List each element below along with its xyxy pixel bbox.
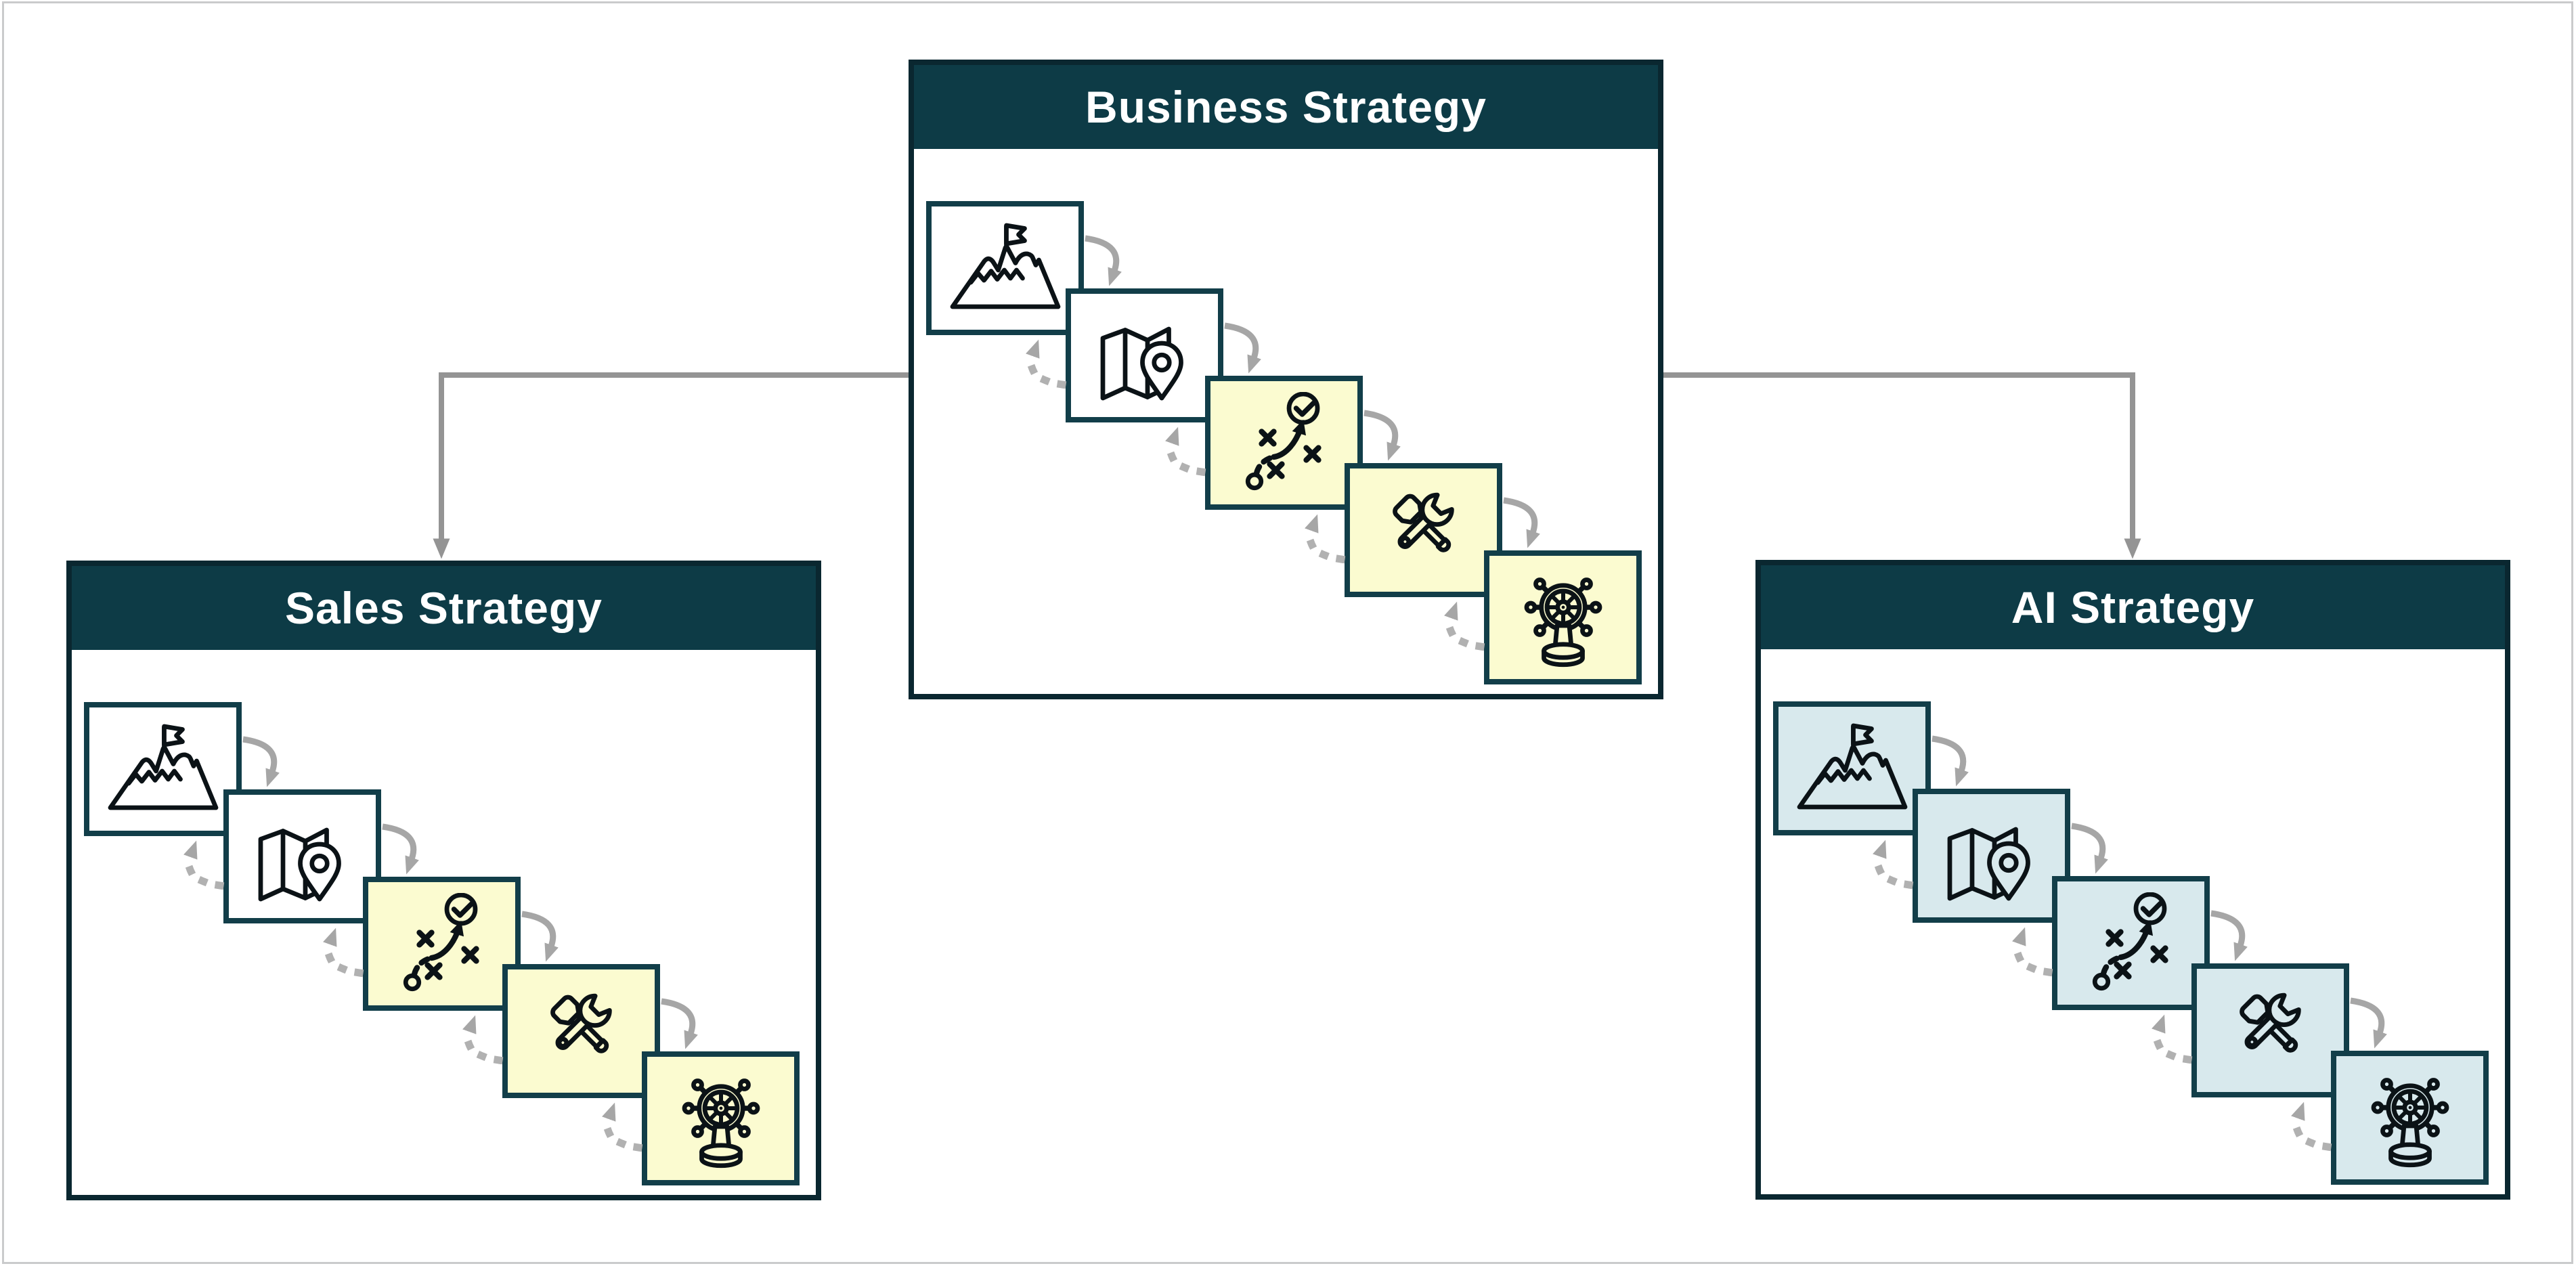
map-pin-icon [1100,326,1183,401]
feedback-dotted-arrow-icon [2012,927,2053,977]
forward-arrow-icon [2210,910,2248,961]
mountain-flag-icon [1797,723,1907,810]
mountain-flag-icon [950,223,1060,309]
ai-tile-tactics [2052,876,2210,1010]
sales-tile-tactics [363,877,521,1011]
feedback-dotted-arrow-icon [462,1015,504,1065]
map-pin-icon [1947,827,2030,901]
business-cascade [909,60,1663,699]
ai-tile-implementation [2191,963,2349,1097]
ai-tile-goal [1773,701,1931,835]
box-title: Sales Strategy [285,583,603,633]
sales-strategy-header: Sales Strategy [72,566,816,650]
forward-arrow-icon [1931,735,1969,787]
business-strategy-box: Business Strategy [909,60,1663,699]
business-tile-roadmap [1066,288,1223,422]
connector-business-to-ai [1663,372,2141,559]
ai-tile-roadmap [1913,789,2070,923]
forward-arrow-icon [2071,823,2108,874]
forward-arrow-icon [242,736,280,787]
mountain-flag-icon [108,724,218,810]
box-title: Business Strategy [1085,82,1487,132]
sales-cascade [66,561,821,1200]
feedback-dotted-arrow-icon [1165,427,1206,477]
ai-strategy-box: AI Strategy [1755,560,2510,1200]
forward-arrow-icon [2350,997,2387,1049]
ai-strategy-header: AI Strategy [1761,565,2505,649]
box-title: AI Strategy [2011,582,2255,632]
forward-arrow-icon [661,998,698,1049]
ship-helm-icon [2371,1078,2449,1168]
tactics-check-icon [1245,392,1322,491]
forward-arrow-icon [521,911,559,962]
feedback-dotted-arrow-icon [2291,1101,2332,1152]
tools-icon [2239,992,2301,1053]
forward-arrow-icon [1085,235,1122,286]
ai-cascade [1755,560,2510,1200]
feedback-dotted-arrow-icon [2152,1014,2193,1064]
map-pin-icon [258,827,341,902]
feedback-dotted-arrow-icon [602,1102,643,1152]
ship-helm-icon [1524,577,1602,668]
tactics-check-icon [2092,892,2168,991]
business-tile-goal [926,201,1084,335]
feedback-dotted-arrow-icon [1026,339,1067,389]
forward-arrow-icon [1224,322,1261,374]
sales-tile-steering [642,1051,800,1185]
feedback-dotted-arrow-icon [1305,514,1346,564]
feedback-dotted-arrow-icon [1873,839,1914,890]
business-strategy-header: Business Strategy [914,65,1658,149]
business-tile-implementation [1345,463,1502,597]
forward-arrow-icon [1363,410,1401,461]
tactics-check-icon [403,893,479,992]
feedback-dotted-arrow-icon [183,840,225,890]
forward-arrow-icon [382,823,419,875]
ai-tile-steering [2331,1051,2489,1185]
business-tile-steering [1484,550,1642,684]
sales-tile-goal [84,702,242,836]
feedback-dotted-arrow-icon [323,927,364,978]
sales-tile-roadmap [223,789,381,923]
business-tile-tactics [1205,376,1363,510]
tools-icon [1392,492,1454,552]
tools-icon [550,993,612,1053]
sales-tile-implementation [502,964,660,1098]
feedback-dotted-arrow-icon [1444,601,1485,651]
forward-arrow-icon [1503,497,1540,548]
sales-strategy-box: Sales Strategy [66,561,821,1200]
connector-business-to-sales [433,372,909,559]
ship-helm-icon [682,1078,760,1169]
